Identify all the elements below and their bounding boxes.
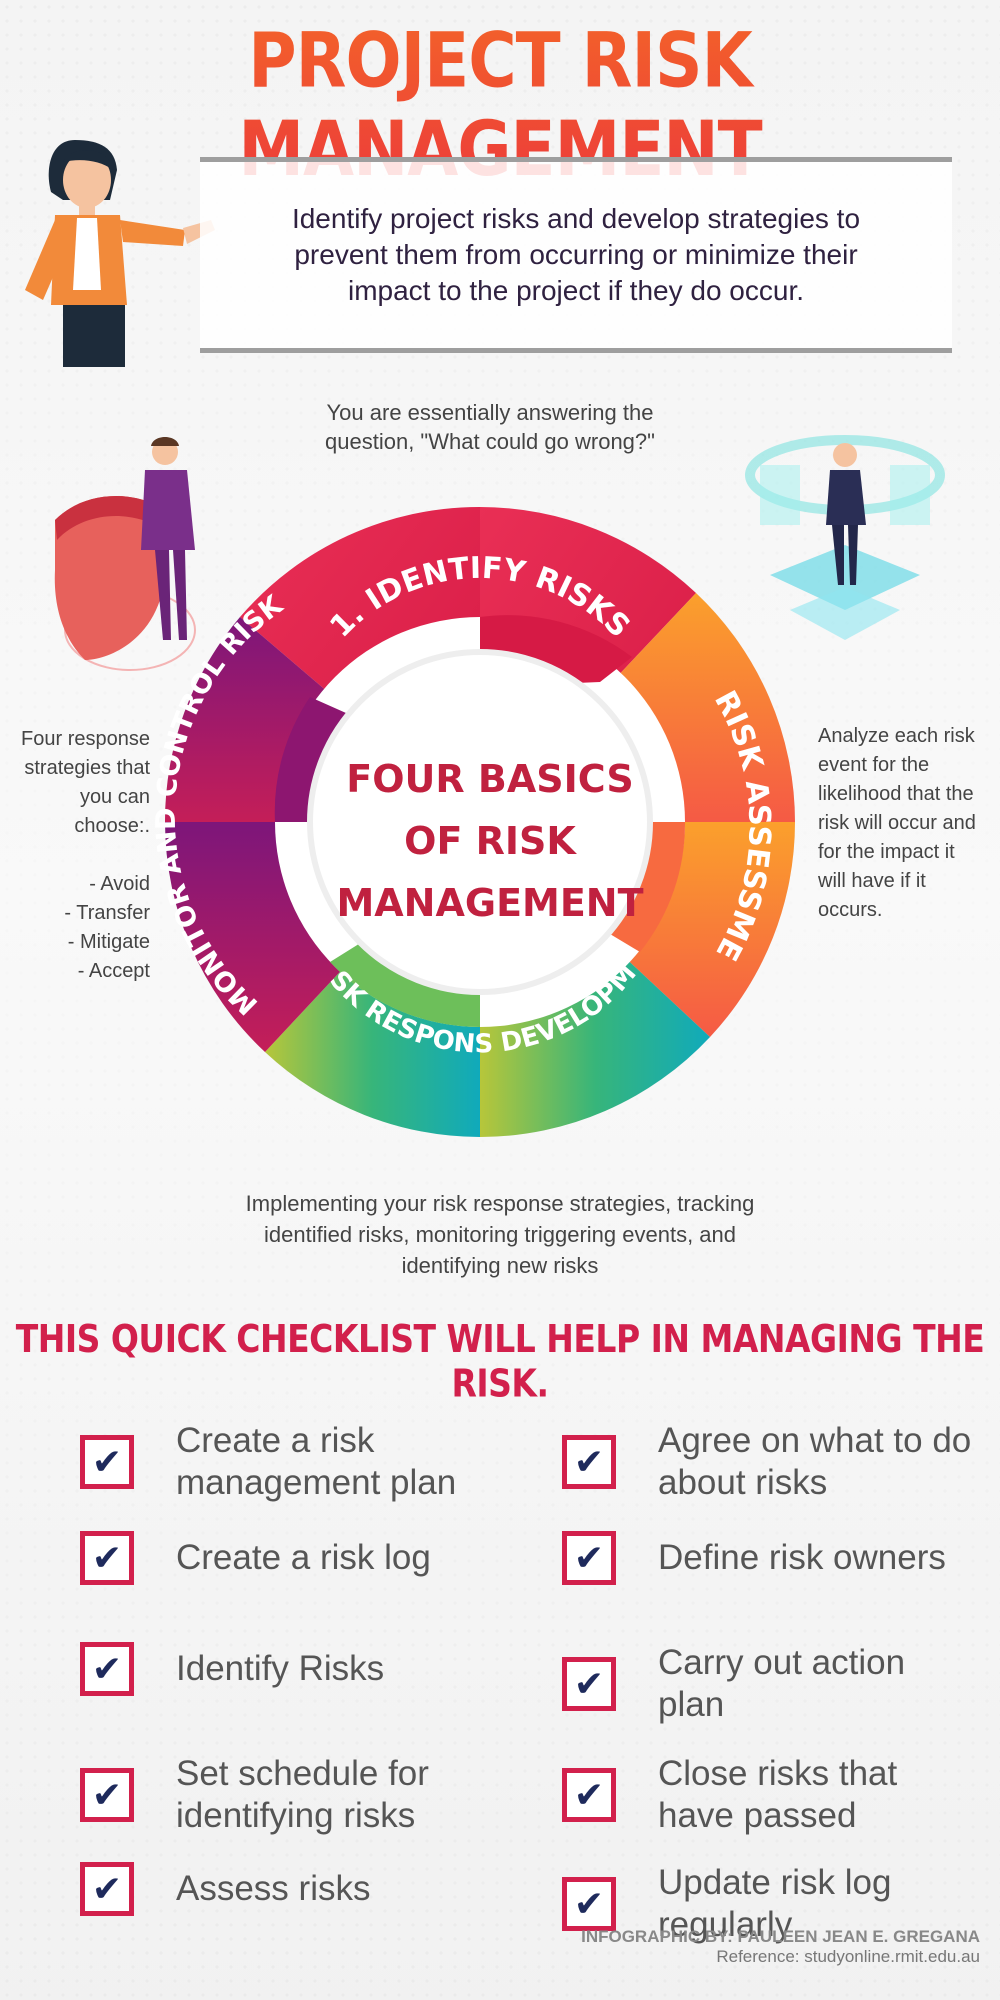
checkbox[interactable]: ✔ [80,1768,134,1822]
checklist-item[interactable]: ✔ Identify Risks [80,1642,496,1696]
checkmark-icon: ✔ [91,1868,123,1909]
center-title-line3: MANAGEMENT [336,881,643,925]
center-title-line1: FOUR BASICS [346,757,633,801]
left-note-intro: Four response strategies that you can ch… [21,728,150,837]
woman-presenter-icon [25,140,215,367]
checklist-item[interactable]: ✔ Set schedule for identifying risks [80,1753,496,1837]
businessman-hologram-icon [745,435,945,640]
checkbox[interactable]: ✔ [80,1531,134,1585]
left-note: Four response strategies that you can ch… [10,725,150,986]
checklist-label: Define risk owners [658,1538,946,1577]
checkmark-icon: ✔ [573,1441,605,1482]
right-note: Analyze each risk event for the likeliho… [818,725,976,921]
checklist-item[interactable]: ✔ Carry out action plan [562,1642,978,1726]
credit-author: INFOGRAPHIC BY: PAULEEN JEAN E. GREGANA [581,1927,980,1946]
checklist-item[interactable]: ✔ Create a risk management plan [80,1420,496,1504]
credit: INFOGRAPHIC BY: PAULEEN JEAN E. GREGANA … [560,1927,980,1967]
checklist-label: Carry out action plan [658,1643,906,1724]
bottom-note: Implementing your risk response strategi… [245,1191,755,1278]
checkbox[interactable]: ✔ [562,1435,616,1489]
checklist-item[interactable]: ✔ Create a risk log [80,1531,496,1585]
option-avoid: - Avoid [89,873,150,895]
intro-text: Identify project risks and develop strat… [291,203,861,306]
option-mitigate: - Mitigate [67,931,150,953]
checkbox[interactable]: ✔ [562,1657,616,1711]
checklist-item[interactable]: ✔ Assess risks [80,1862,496,1916]
checkbox[interactable]: ✔ [562,1531,616,1585]
checklist-item[interactable]: ✔ Define risk owners [562,1531,978,1585]
checklist-item[interactable]: ✔ Close risks that have passed [562,1753,978,1837]
checkbox[interactable]: ✔ [80,1642,134,1696]
checklist-label: Create a risk management plan [176,1421,457,1502]
checklist-label: Update risk log regularly [658,1863,892,1944]
checklist-label: Create a risk log [176,1538,431,1577]
checklist-item[interactable]: ✔ Update risk log regularly [562,1862,978,1946]
checkbox[interactable]: ✔ [562,1877,616,1931]
checkbox[interactable]: ✔ [80,1435,134,1489]
checkmark-icon: ✔ [91,1441,123,1482]
checkmark-icon: ✔ [91,1648,123,1689]
intro-box: Identify project risks and develop strat… [200,157,952,353]
checklist-label: Close risks that have passed [658,1754,898,1835]
checkmark-icon: ✔ [91,1774,123,1815]
checklist-label: Set schedule for identifying risks [176,1754,429,1835]
checkbox[interactable]: ✔ [80,1862,134,1916]
checklist-label: Identify Risks [176,1649,385,1688]
checklist-item[interactable]: ✔ Agree on what to do about risks [562,1420,978,1504]
option-accept: - Accept [77,960,150,982]
center-title-line2: OF RISK [404,819,577,863]
checklist-label: Assess risks [176,1869,371,1908]
checkbox[interactable]: ✔ [562,1768,616,1822]
checkmark-icon: ✔ [573,1883,605,1924]
risk-cycle-diagram: 1. IDENTIFY RISKS 2. RISK ASSESSMENT 3. … [150,492,795,1137]
checkmark-icon: ✔ [573,1774,605,1815]
businessman-shield-icon [54,437,196,671]
credit-reference: Reference: studyonline.rmit.edu.au [716,1947,980,1966]
option-transfer: - Transfer [64,902,150,924]
checkmark-icon: ✔ [91,1537,123,1578]
checkmark-icon: ✔ [573,1537,605,1578]
lead-question: You are essentially answering the questi… [325,400,655,454]
checklist-label: Agree on what to do about risks [658,1421,972,1502]
checkmark-icon: ✔ [573,1663,605,1704]
checklist-title: THIS QUICK CHECKLIST WILL HELP IN MANAGI… [15,1316,985,1406]
